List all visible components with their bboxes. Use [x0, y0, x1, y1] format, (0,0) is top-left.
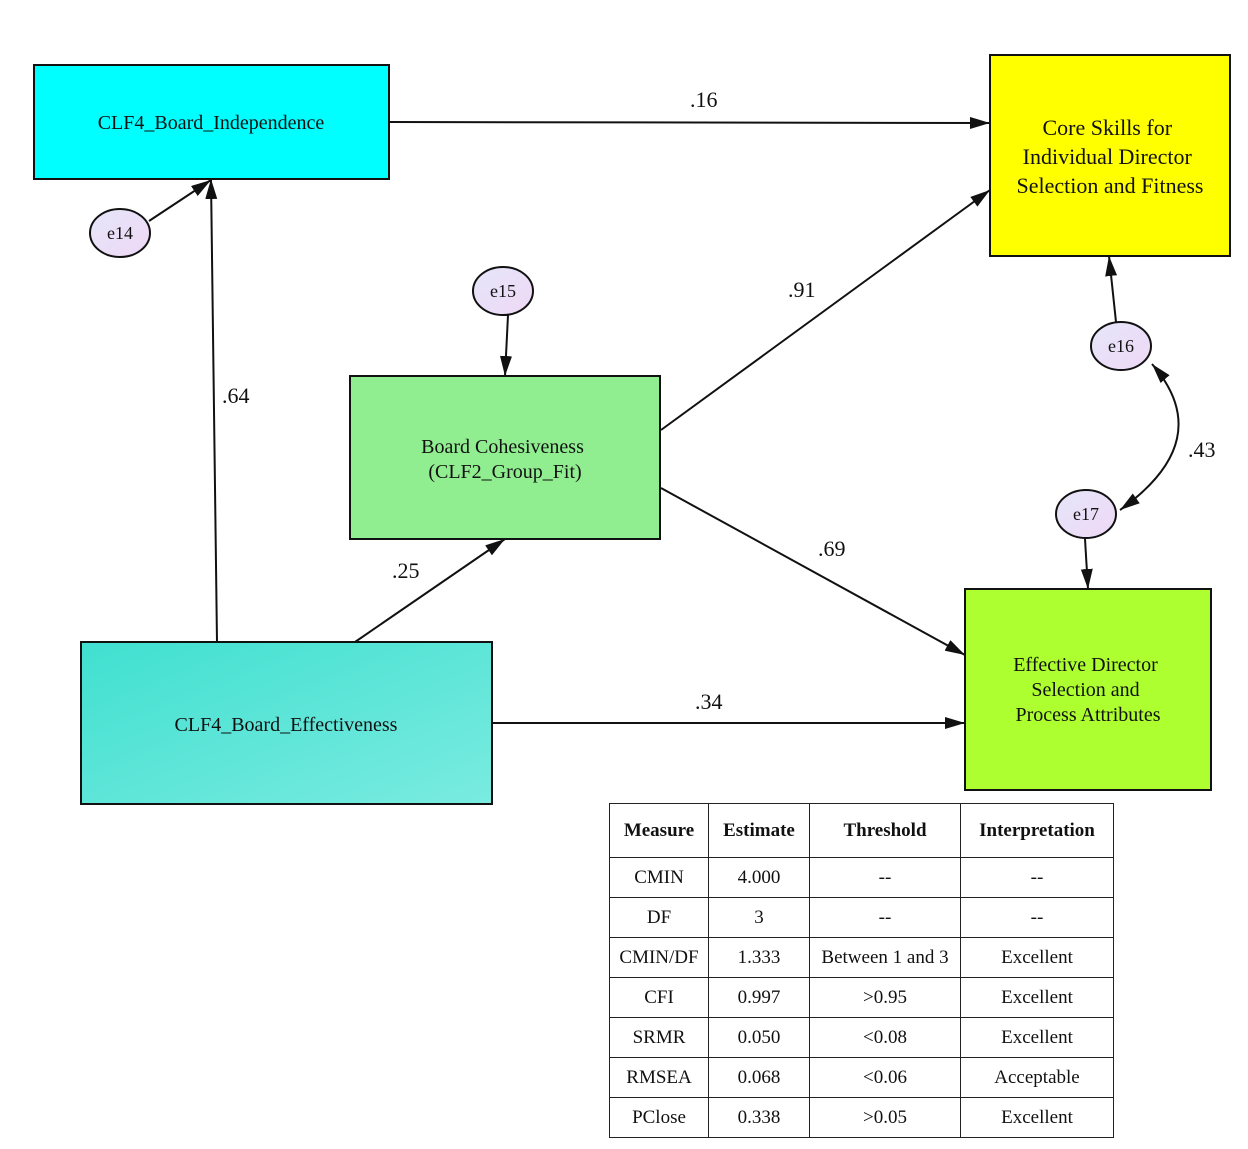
cell-estimate: 0.068: [708, 1057, 810, 1098]
cell-estimate: 1.333: [708, 937, 810, 978]
node-label-core-skills-line-1: Core Skills for: [1042, 115, 1172, 140]
cell-threshold: <0.08: [809, 1017, 961, 1058]
cell-interpretation: --: [960, 857, 1114, 898]
node-effective-selection: Effective Director Selection and Process…: [964, 588, 1212, 791]
svg-text:Core Skills for Individu: Core Skills for Individual Director Sele…: [1017, 115, 1204, 198]
covariance-arc-e16-e17: [1119, 363, 1180, 511]
node-board-independence: CLF4_Board_Independence: [33, 64, 390, 180]
cell-interpretation: Excellent: [960, 977, 1114, 1018]
coefficient-effectiveness-to-cohesiveness: .25: [392, 558, 420, 583]
cell-measure: RMSEA: [609, 1057, 709, 1098]
cell-measure: DF: [609, 897, 709, 938]
node-label-board-effectiveness: CLF4_Board_Effectiveness: [175, 714, 398, 736]
error-label-e14: e14: [107, 223, 133, 243]
table-row: DF 3 -- --: [609, 897, 1114, 938]
cell-interpretation: Acceptable: [960, 1057, 1114, 1098]
svg-text:CLF4_Board_Effectiveness: CLF4_Board_Effectiveness: [175, 714, 398, 736]
node-box-board-independence: [33, 64, 390, 180]
coefficient-independence-to-core-skills: .16: [690, 87, 718, 112]
node-label-effective-selection-line-1: Effective Director: [1013, 654, 1158, 676]
error-ellipse-e15: [472, 266, 534, 316]
header-threshold: Threshold: [809, 803, 961, 858]
cell-interpretation: Excellent: [960, 1017, 1114, 1058]
node-board-cohesiveness: Board Cohesiveness (CLF2_Group_Fit): [349, 375, 661, 540]
cell-estimate: 0.997: [708, 977, 810, 1018]
path-arrow-e16-to-core-skills: [1105, 255, 1118, 323]
coefficient-cohesiveness-to-core-skills: .91: [788, 277, 816, 302]
header-estimate: Estimate: [708, 803, 810, 858]
cell-measure: CFI: [609, 977, 709, 1018]
svg-text:CLF4_Board_Independence: CLF4_Board_Independence: [98, 112, 325, 134]
table-row: CMIN/DF 1.333 Between 1 and 3 Excellent: [609, 937, 1114, 978]
node-box-effective-selection: [964, 588, 1212, 791]
path-arrow-cohesiveness-to-effective-selection: [660, 487, 966, 656]
cell-estimate: 0.338: [708, 1097, 810, 1138]
node-board-effectiveness: CLF4_Board_Effectiveness: [80, 641, 493, 805]
error-label-e17: e17: [1073, 504, 1099, 524]
error-ellipse-e17: [1055, 489, 1117, 539]
cell-interpretation: --: [960, 897, 1114, 938]
coefficient-covariance-e16-e17: .43: [1188, 437, 1216, 462]
path-arrows: [148, 116, 1180, 729]
error-term-e14: e14: [89, 208, 151, 258]
coefficient-effectiveness-to-effective-selection: .34: [695, 689, 723, 714]
cell-measure: PClose: [609, 1097, 709, 1138]
node-box-board-effectiveness: [80, 641, 493, 805]
error-term-e16: e16: [1090, 321, 1152, 371]
node-label-core-skills-line-3: Selection and Fitness: [1017, 173, 1204, 198]
cell-threshold: --: [809, 897, 961, 938]
node-label-effective-selection-line-3: Process Attributes: [1016, 704, 1161, 726]
path-arrow-e14-to-independence: [148, 179, 212, 222]
cell-threshold: >0.05: [809, 1097, 961, 1138]
cell-estimate: 0.050: [708, 1017, 810, 1058]
cell-interpretation: Excellent: [960, 937, 1114, 978]
error-ellipse-e14: [89, 208, 151, 258]
table-row: CFI 0.997 >0.95 Excellent: [609, 977, 1114, 1018]
path-arrow-e17-to-effective-selection: [1080, 538, 1093, 590]
svg-text:Board Cohesiveness (CLF2: Board Cohesiveness (CLF2_Group_Fit): [421, 436, 589, 483]
path-arrow-effectiveness-to-cohesiveness: [354, 538, 506, 643]
table-row: SRMR 0.050 <0.08 Excellent: [609, 1017, 1114, 1058]
cell-estimate: 4.000: [708, 857, 810, 898]
cell-measure: CMIN: [609, 857, 709, 898]
cell-threshold: >0.95: [809, 977, 961, 1018]
cell-threshold: Between 1 and 3: [809, 937, 961, 978]
node-box-core-skills: [989, 54, 1231, 257]
node-label-board-cohesiveness-line-1: Board Cohesiveness: [421, 436, 584, 458]
table-row: PClose 0.338 >0.05 Excellent: [609, 1097, 1114, 1138]
header-measure: Measure: [609, 803, 709, 858]
error-term-e17: e17: [1055, 489, 1117, 539]
coefficient-cohesiveness-to-effective-selection: .69: [818, 536, 846, 561]
cell-estimate: 3: [708, 897, 810, 938]
node-core-skills: Core Skills for Individual Director Sele…: [989, 54, 1231, 257]
coefficient-effectiveness-to-independence: .64: [222, 383, 250, 408]
node-box-board-cohesiveness: [349, 375, 661, 540]
cell-threshold: --: [809, 857, 961, 898]
error-term-e15: e15: [472, 266, 534, 316]
node-label-board-cohesiveness-line-2: (CLF2_Group_Fit): [428, 461, 581, 483]
svg-text:Effective Director Selec: Effective Director Selection and Process…: [1013, 654, 1163, 726]
error-label-e15: e15: [490, 281, 516, 301]
node-label-effective-selection-line-2: Selection and: [1031, 679, 1139, 701]
error-ellipse-e16: [1090, 321, 1152, 371]
path-arrow-e15-to-cohesiveness: [499, 314, 512, 377]
cell-measure: CMIN/DF: [609, 937, 709, 978]
error-label-e16: e16: [1108, 336, 1134, 356]
table-row: RMSEA 0.068 <0.06 Acceptable: [609, 1057, 1114, 1098]
path-arrow-independence-to-core-skills: [388, 116, 991, 129]
fit-table-header-row: Measure Estimate Threshold Interpretatio…: [609, 803, 1114, 858]
node-label-core-skills-line-2: Individual Director: [1023, 144, 1193, 169]
header-interpretation: Interpretation: [960, 803, 1114, 858]
table-row: CMIN 4.000 -- --: [609, 857, 1114, 898]
node-label-board-independence: CLF4_Board_Independence: [98, 112, 325, 134]
path-arrow-cohesiveness-to-core-skills: [660, 189, 991, 431]
model-fit-table: Measure Estimate Threshold Interpretatio…: [609, 803, 1114, 1138]
cell-interpretation: Excellent: [960, 1097, 1114, 1138]
path-arrow-effectiveness-to-independence: [205, 178, 218, 643]
cell-threshold: <0.06: [809, 1057, 961, 1098]
cell-measure: SRMR: [609, 1017, 709, 1058]
